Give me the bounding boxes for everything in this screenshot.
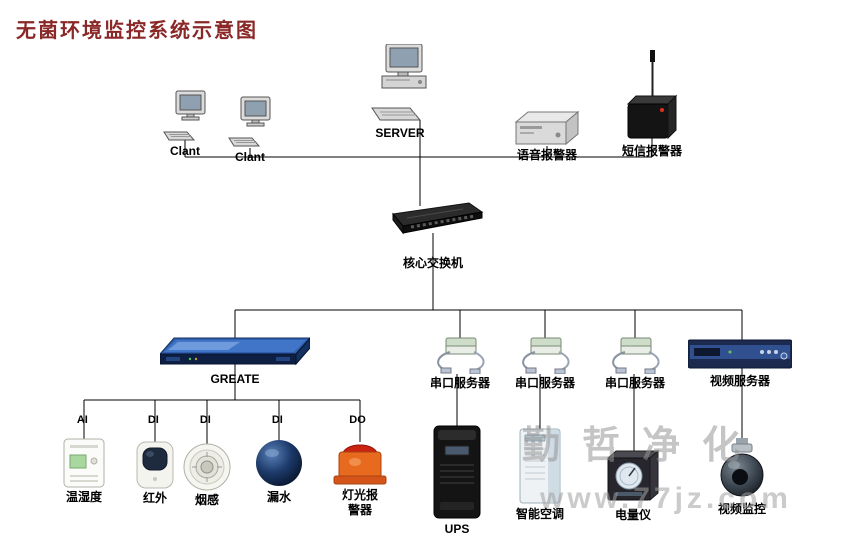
server-computer-icon xyxy=(371,44,427,121)
server-label: SERVER xyxy=(375,126,425,140)
page-title: 无菌环境监控系统示意图 xyxy=(16,20,258,42)
core-switch-node: 核心交换机 xyxy=(383,200,483,271)
video-server-label: 视频服务器 xyxy=(709,374,770,388)
serial-server-1-node: 串口服务器 xyxy=(428,336,492,391)
smoke-sensor-node: 烟感 xyxy=(183,443,231,508)
serial-server-3-node: 串口服务器 xyxy=(603,336,667,391)
serial-server-1-label: 串口服务器 xyxy=(429,376,490,390)
client-computer-1: Clant xyxy=(163,90,207,159)
power-meter-icon xyxy=(606,449,660,502)
smoke-detector-icon xyxy=(183,443,231,491)
server-node: SERVER xyxy=(370,44,430,141)
air-conditioner-icon xyxy=(519,428,561,504)
infrared-sensor-icon xyxy=(136,441,174,489)
sms-alarm-label: 短信报警器 xyxy=(622,144,683,158)
serial-server-icon xyxy=(522,337,570,374)
temp-humidity-sensor-node: 温湿度 xyxy=(63,438,105,505)
light-alarm-icon xyxy=(333,444,387,485)
serial-server-2-node: 串口服务器 xyxy=(513,336,577,391)
controller-node: GREATE xyxy=(160,328,310,387)
sms-alarm-node: 短信报警器 xyxy=(622,50,683,159)
ups-label: UPS xyxy=(444,522,470,536)
port-label-di-3: DI xyxy=(271,414,283,426)
port-label-ai: AI xyxy=(76,414,88,426)
serial-server-2-label: 串口服务器 xyxy=(514,376,575,390)
client-1-label: Clant xyxy=(170,144,200,158)
port-label-di-1: DI xyxy=(147,414,159,426)
core-switch-label: 核心交换机 xyxy=(402,256,463,270)
network-switch-icon xyxy=(392,202,483,235)
ups-node: UPS xyxy=(432,424,482,537)
temp-humidity-sensor-icon xyxy=(63,438,105,488)
client-computer-2: Clant xyxy=(228,96,272,165)
video-monitor-node: 视频监控 xyxy=(714,438,770,517)
ups-tower-icon xyxy=(433,425,481,519)
voice-alarm-node: 语音报警器 xyxy=(514,110,580,163)
serial-server-icon xyxy=(437,337,485,374)
video-monitor-label: 视频监控 xyxy=(717,502,766,516)
desktop-computer-icon xyxy=(163,90,206,141)
power-meter-node: 电量仪 xyxy=(604,448,662,523)
rack-controller-icon xyxy=(160,337,310,366)
air-conditioner-label: 智能空调 xyxy=(516,507,565,521)
desktop-computer-icon xyxy=(228,96,271,147)
client-2-label: Clant xyxy=(235,150,265,164)
water-leak-sensor-icon xyxy=(256,440,302,486)
light-alarm-node: 灯光报警器 xyxy=(331,440,389,518)
port-label-do: DO xyxy=(349,414,366,426)
infrared-label: 红外 xyxy=(142,491,167,505)
voice-alarm-label: 语音报警器 xyxy=(516,148,577,162)
temp-humidity-label: 温湿度 xyxy=(65,490,102,504)
water-leak-sensor-node: 漏水 xyxy=(255,438,303,505)
air-conditioner-node: 智能空调 xyxy=(516,427,565,522)
serial-server-icon xyxy=(612,337,660,374)
voice-alarm-device-icon xyxy=(514,110,580,146)
port-label-di-2: DI xyxy=(199,414,211,426)
video-server-icon xyxy=(688,339,792,369)
dome-camera-icon xyxy=(720,438,764,497)
smoke-label: 烟感 xyxy=(194,493,219,507)
light-alarm-label: 灯光报警器 xyxy=(341,488,378,517)
infrared-sensor-node: 红外 xyxy=(136,441,174,506)
sms-alarm-device-icon xyxy=(626,50,678,140)
serial-server-3-label: 串口服务器 xyxy=(604,376,665,390)
video-server-node: 视频服务器 xyxy=(688,336,792,389)
power-meter-label: 电量仪 xyxy=(614,508,651,522)
controller-label: GREATE xyxy=(210,372,260,386)
water-leak-label: 漏水 xyxy=(266,490,291,504)
